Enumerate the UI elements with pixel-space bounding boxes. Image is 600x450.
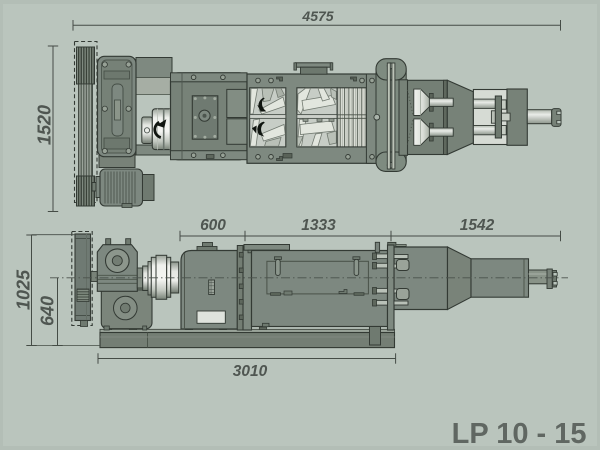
svg-text:600: 600 [200, 217, 226, 234]
svg-text:1520: 1520 [35, 105, 55, 145]
svg-text:4575: 4575 [301, 8, 333, 24]
svg-text:1025: 1025 [14, 269, 34, 310]
svg-text:640: 640 [38, 296, 58, 326]
svg-text:1333: 1333 [301, 217, 336, 234]
svg-text:1542: 1542 [460, 217, 495, 234]
svg-text:3010: 3010 [233, 363, 268, 380]
svg-text:LP 10 - 15: LP 10 - 15 [452, 418, 587, 450]
